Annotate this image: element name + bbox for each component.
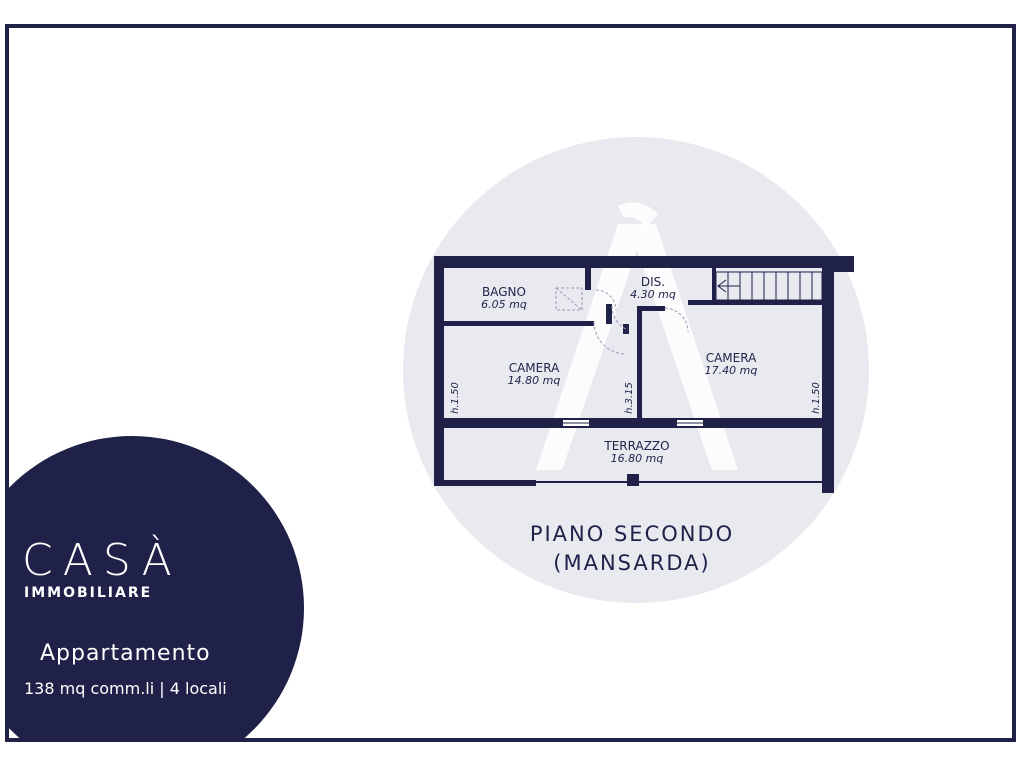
room-area-bagno: 6.05 mq (481, 298, 527, 311)
brand-name: CASÀ (22, 533, 182, 586)
listing-type: Appartamento (40, 641, 211, 666)
room-label-camera-1: CAMERA (509, 361, 560, 375)
brand-subtitle: IMMOBILIARE (24, 585, 152, 601)
room-area-camera-1: 14.80 mq (508, 374, 561, 387)
brand-badge (0, 430, 1024, 768)
watermark-circle (403, 137, 869, 603)
shower-tray (555, 287, 583, 311)
floor-title-line2: (MANSARDA) (553, 551, 710, 575)
room-area-terrazzo: 16.80 mq (611, 452, 664, 465)
plan-walls (434, 256, 854, 493)
room-label-bagno: BAGNO (482, 285, 526, 299)
floor-title-line1: PIANO SECONDO (530, 522, 734, 546)
stairs (715, 271, 823, 301)
room-area-camera-2: 17.40 mq (705, 364, 758, 377)
listing-details: 138 mq comm.li | 4 locali (24, 679, 227, 698)
height-label-left: h.1.50 (450, 382, 461, 414)
room-label-dis: DIS. (641, 275, 665, 289)
room-label-camera-2: CAMERA (706, 351, 757, 365)
watermark-logo (536, 202, 738, 470)
door-swings (593, 289, 689, 355)
room-label-terrazzo: TERRAZZO (603, 439, 669, 453)
height-label-middle: h.3.15 (624, 382, 635, 414)
room-area-dis: 4.30 mq (630, 288, 676, 301)
height-label-right: h.1.50 (811, 382, 822, 414)
